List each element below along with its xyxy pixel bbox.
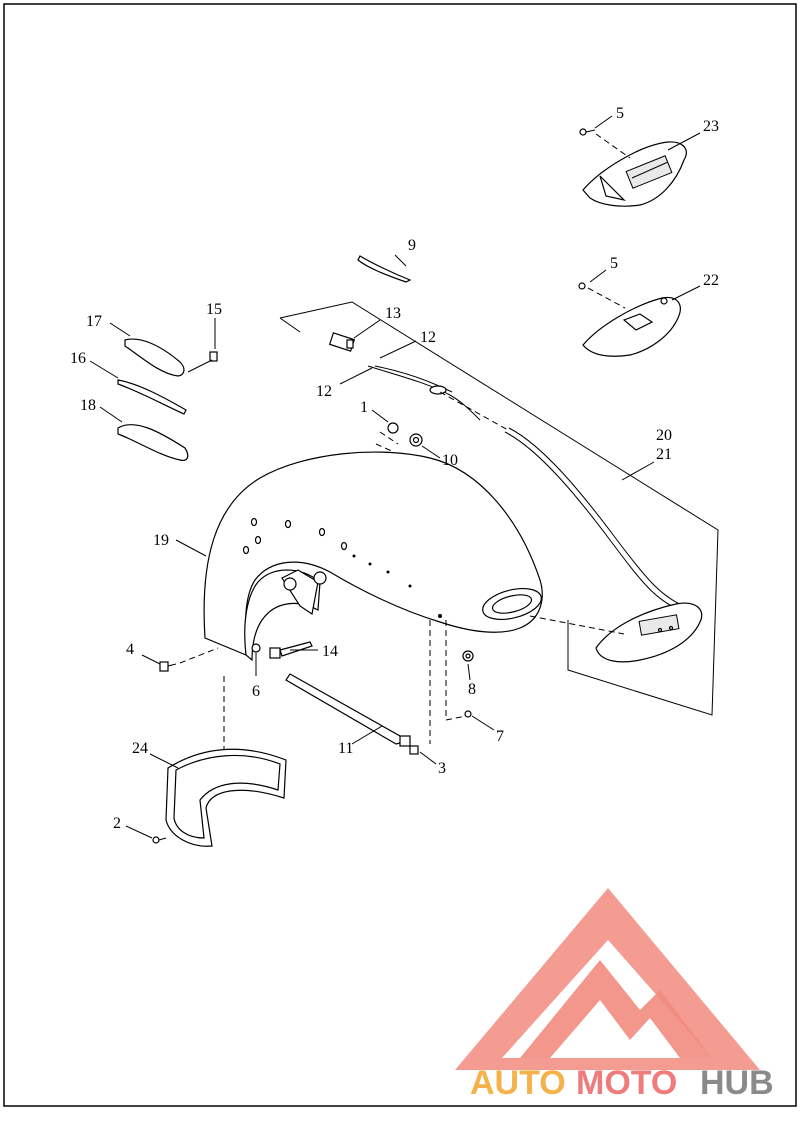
callout-23: 23 bbox=[703, 118, 719, 135]
callout-16: 16 bbox=[70, 350, 86, 367]
part-18-emblem bbox=[117, 424, 189, 461]
callout-6: 6 bbox=[252, 683, 260, 700]
callout-12-bottom: 12 bbox=[316, 383, 332, 400]
part-22-lamp-housing bbox=[582, 296, 681, 357]
part-17-emblem bbox=[124, 338, 185, 377]
callout-3: 3 bbox=[438, 760, 446, 777]
callout-20: 20 bbox=[656, 427, 672, 444]
part-12-wire-harness bbox=[367, 365, 481, 421]
part-8-nut bbox=[462, 650, 474, 662]
part-3-fastener bbox=[409, 745, 419, 755]
callout-15: 15 bbox=[206, 301, 222, 318]
part-13-connector bbox=[328, 332, 356, 352]
callout-13: 13 bbox=[385, 305, 401, 322]
callout-4: 4 bbox=[126, 641, 134, 658]
callout-9: 9 bbox=[408, 237, 416, 254]
watermark-m-shape bbox=[520, 960, 712, 1058]
callout-18: 18 bbox=[80, 397, 96, 414]
callout-22: 22 bbox=[703, 272, 719, 289]
callout-14: 14 bbox=[322, 643, 338, 660]
part-5-screw-lower bbox=[578, 282, 586, 290]
callout-5-lower: 5 bbox=[610, 255, 618, 272]
callout-21: 21 bbox=[656, 446, 672, 463]
callout-11: 11 bbox=[338, 740, 353, 757]
callout-24: 24 bbox=[132, 740, 148, 757]
callout-10: 10 bbox=[442, 452, 458, 469]
watermark-text-moto: MOTO bbox=[576, 1064, 677, 1102]
part-16-emblem bbox=[117, 379, 187, 415]
callout-12-top: 12 bbox=[420, 329, 436, 346]
part-15-retainer bbox=[209, 351, 218, 362]
callout-17: 17 bbox=[86, 313, 102, 330]
watermark-logo: AUTO MOTO HUB bbox=[455, 888, 774, 1102]
diagram-frame bbox=[3, 3, 797, 1107]
part-11-support-rail bbox=[285, 673, 411, 747]
callout-5-top: 5 bbox=[616, 105, 624, 122]
part-23-lamp-housing bbox=[582, 141, 687, 207]
part-6-nut bbox=[251, 643, 261, 653]
part-7-fastener bbox=[464, 710, 472, 718]
callout-8: 8 bbox=[468, 681, 476, 698]
part-24-fender-liner bbox=[165, 748, 287, 847]
watermark-text-hub: HUB bbox=[700, 1064, 774, 1102]
part-14-bolt bbox=[269, 641, 313, 659]
part-9-clip bbox=[357, 255, 412, 283]
reference-plane-outline bbox=[279, 301, 719, 716]
part-4-bolt bbox=[159, 661, 177, 672]
callout-7: 7 bbox=[496, 728, 504, 745]
callout-1: 1 bbox=[360, 399, 368, 416]
part-19-rear-fender bbox=[203, 451, 543, 662]
callout-2: 2 bbox=[113, 815, 121, 832]
callout-19: 19 bbox=[153, 532, 169, 549]
part-5-screw-top bbox=[579, 128, 596, 136]
part-20-wire-route bbox=[504, 431, 681, 611]
part-1-nut bbox=[387, 422, 399, 434]
part-2-screw bbox=[152, 836, 167, 844]
part-20-21-lamp-assembly bbox=[595, 602, 703, 663]
part-10-grommet bbox=[409, 433, 423, 447]
watermark-text-auto: AUTO bbox=[470, 1064, 566, 1102]
